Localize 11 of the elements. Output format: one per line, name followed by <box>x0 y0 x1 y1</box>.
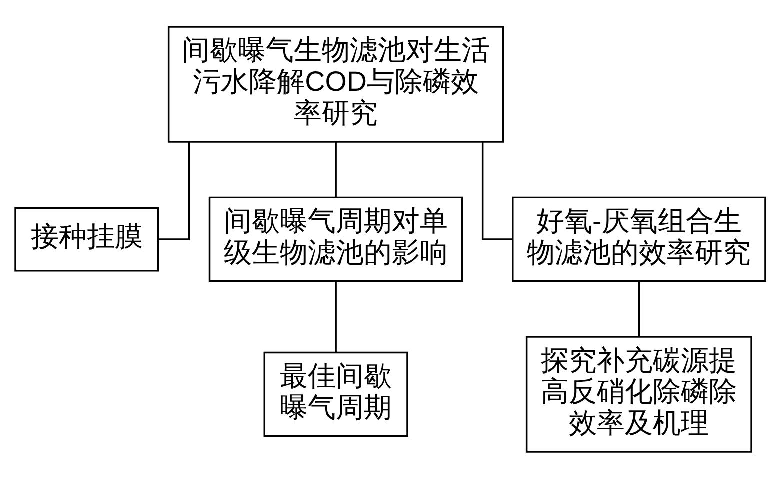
node-box: 间歇曝气生物滤池对生活污水降解COD与除磷效率研究 <box>168 26 504 142</box>
node-box: 最佳间歇曝气周期 <box>264 351 408 437</box>
node-box: 接种挂膜 <box>14 206 160 272</box>
connector <box>335 281 337 352</box>
node-box: 好氧-厌氧组合生物滤池的效率研究 <box>512 196 766 282</box>
node-box: 间歇曝气周期对单级生物滤池的影响 <box>208 196 464 282</box>
connector <box>482 142 512 240</box>
connector <box>158 142 190 240</box>
node-box: 探究补充碳源提高反硝化除磷除效率及机理 <box>526 336 752 452</box>
connector <box>335 142 337 197</box>
connector <box>638 281 640 336</box>
